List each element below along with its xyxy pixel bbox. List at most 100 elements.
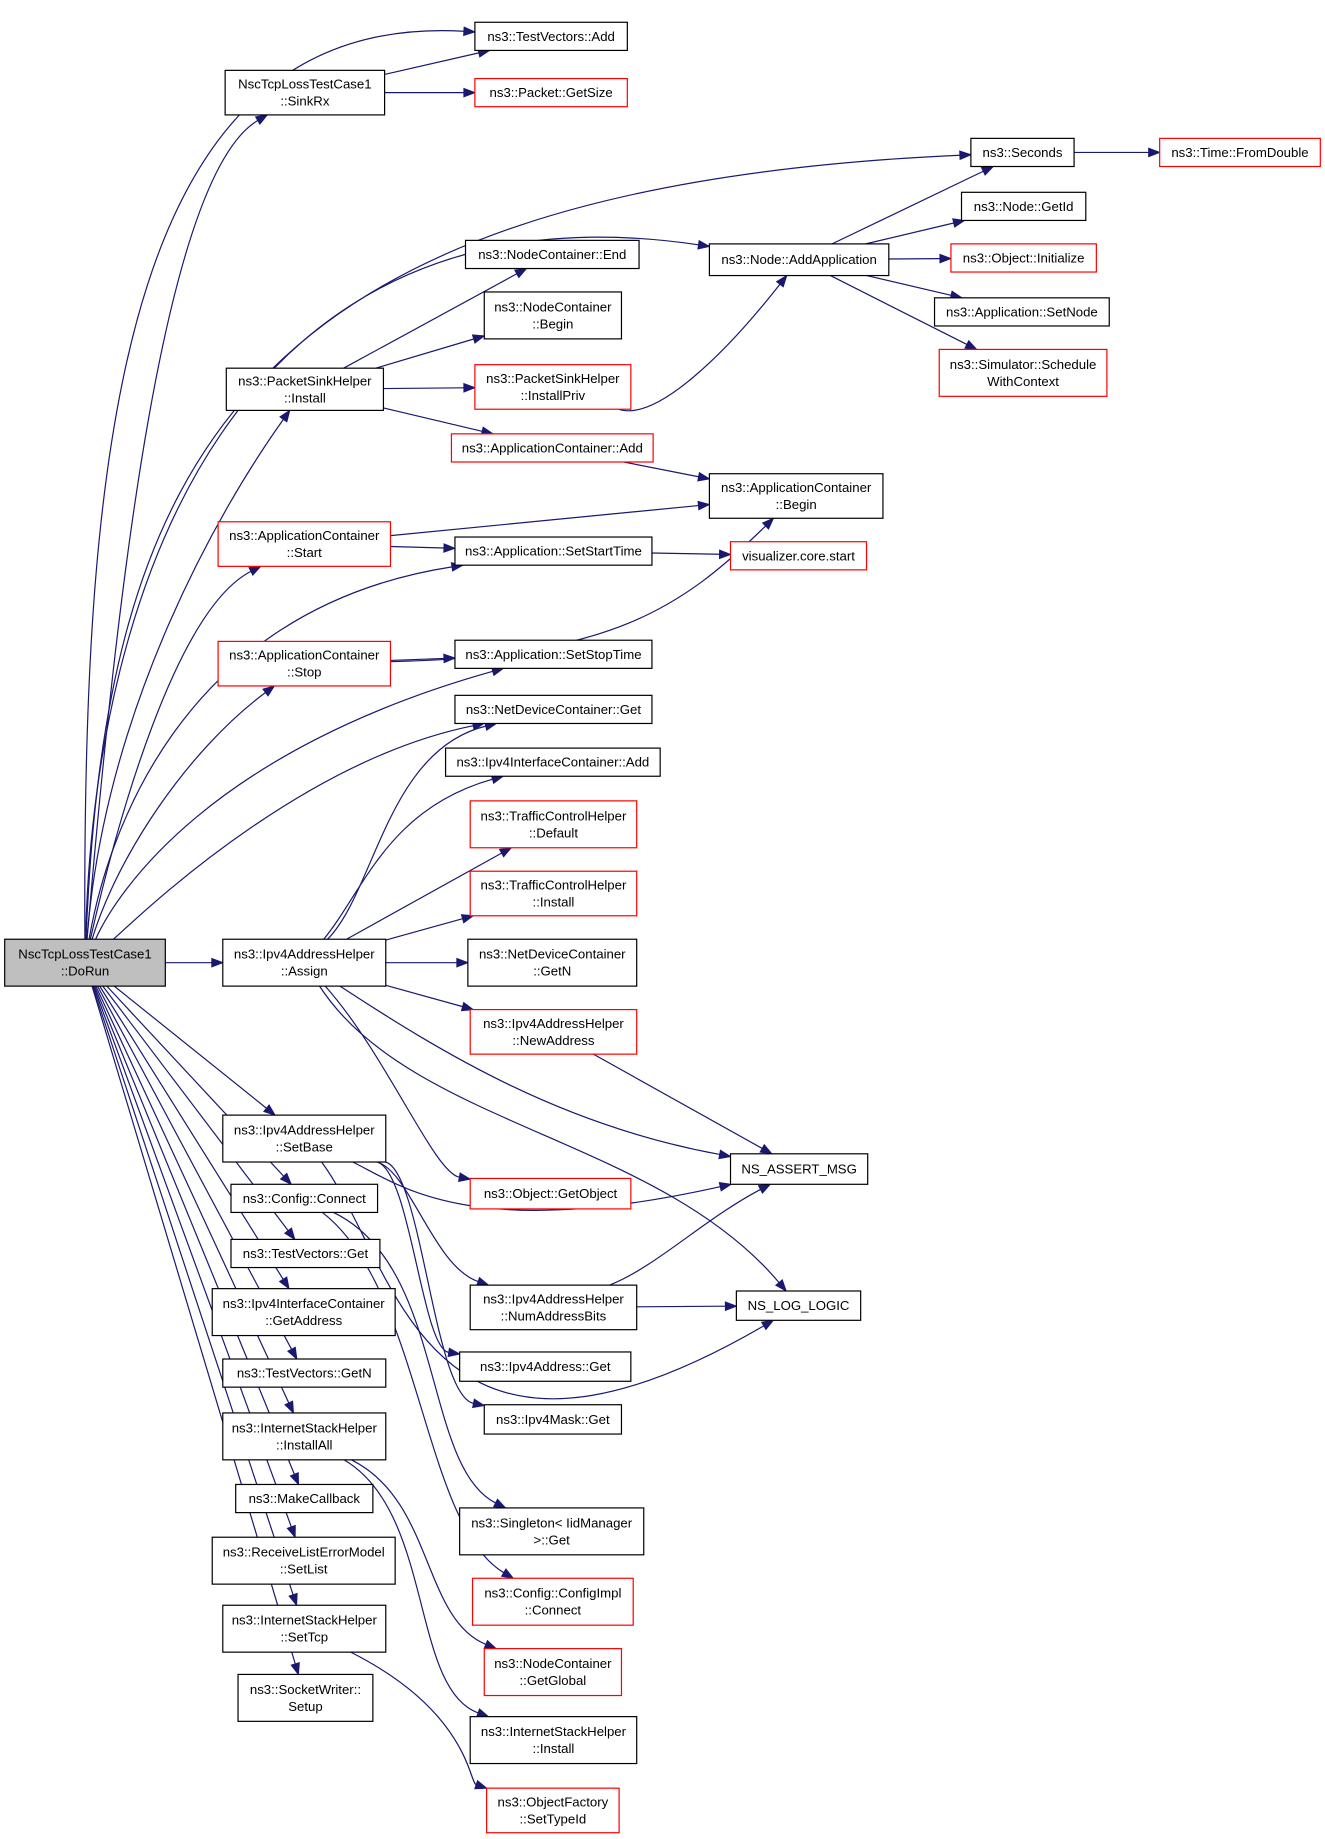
node-box: [486, 1787, 620, 1834]
node-nc_getglobal[interactable]: ns3::NodeContainer::GetGlobal: [483, 1648, 623, 1697]
node-tv_getn[interactable]: ns3::TestVectors::GetN: [222, 1358, 387, 1388]
node-node_getid[interactable]: ns3::Node::GetId: [960, 191, 1087, 222]
edge-line: [831, 170, 984, 245]
node-psh_installpriv[interactable]: ns3::PacketSinkHelper::InstallPriv: [474, 364, 632, 410]
node-label-line: ::DoRun: [61, 964, 109, 979]
edge-iah_numbits-to-assert: [609, 1183, 772, 1286]
arrowhead: [288, 1592, 298, 1607]
node-ish_install[interactable]: ns3::InternetStackHelper::Install: [469, 1716, 638, 1765]
edge-root-to-iah_setbase: [113, 985, 277, 1116]
node-nc_begin[interactable]: ns3::NodeContainer::Begin: [483, 291, 623, 340]
arrowhead: [959, 150, 973, 161]
node-app_setstop[interactable]: ns3::Application::SetStopTime: [454, 639, 653, 669]
node-ac_add[interactable]: ns3::ApplicationContainer::Add: [450, 433, 654, 463]
node-viz_start[interactable]: visualizer.core.start: [729, 541, 868, 571]
node-ndc_getn[interactable]: ns3::NetDeviceContainer::GetN: [467, 938, 638, 987]
node-log_logic[interactable]: NS_LOG_LOGIC: [735, 1290, 862, 1321]
arrowhead: [498, 847, 513, 858]
node-obj_getobj[interactable]: ns3::Object::GetObject: [469, 1177, 632, 1210]
edge-iah_numbits-to-log_logic: [636, 1301, 738, 1312]
arrowhead: [286, 1346, 298, 1361]
arrowhead: [279, 409, 291, 423]
node-label-line: ::SetTypeId: [520, 1811, 587, 1826]
node-app_setstart[interactable]: ns3::Application::SetStartTime: [454, 536, 653, 566]
node-ac_start[interactable]: ns3::ApplicationContainer::Start: [217, 521, 392, 567]
node-obj_init[interactable]: ns3::Object::Initialize: [950, 243, 1097, 273]
edge-line: [86, 419, 284, 940]
node-root[interactable]: NscTcpLossTestCase1::DoRun: [4, 938, 166, 987]
node-iah_numbits[interactable]: ns3::Ipv4AddressHelper::NumAddressBits: [469, 1284, 638, 1331]
node-box: [469, 1008, 638, 1055]
node-label-line: ns3::ObjectFactory: [498, 1794, 609, 1809]
node-ac_begin[interactable]: ns3::ApplicationContainer::Begin: [708, 473, 884, 519]
arrowhead: [514, 267, 528, 279]
node-box: [211, 1536, 396, 1585]
node-label-line: ::Default: [529, 825, 578, 840]
node-box: [483, 1648, 623, 1697]
node-iah_newaddr[interactable]: ns3::Ipv4AddressHelper::NewAddress: [469, 1008, 638, 1055]
node-tv_add[interactable]: ns3::TestVectors::Add: [474, 21, 628, 52]
node-iah_setbase[interactable]: ns3::Ipv4AddressHelper::SetBase: [222, 1114, 387, 1163]
node-tch_default[interactable]: ns3::TrafficControlHelper::Default: [469, 800, 638, 849]
arrowhead: [279, 1172, 293, 1186]
node-label-line: ns3::PacketSinkHelper: [238, 373, 372, 388]
node-im_get[interactable]: ns3::Ipv4Mask::Get: [483, 1404, 623, 1435]
node-ac_stop[interactable]: ns3::ApplicationContainer::Stop: [217, 640, 392, 687]
node-box: [454, 694, 653, 725]
node-pkt_getsize[interactable]: ns3::Packet::GetSize: [474, 77, 628, 108]
node-seconds[interactable]: ns3::Seconds: [970, 137, 1075, 168]
node-ish_settcp[interactable]: ns3::InternetStackHelper::SetTcp: [222, 1604, 387, 1653]
node-app_setnode[interactable]: ns3::Application::SetNode: [933, 297, 1110, 327]
node-label-line: ::SetTcp: [280, 1630, 328, 1645]
node-iah_assign[interactable]: ns3::Ipv4AddressHelper::Assign: [222, 938, 387, 987]
node-tv_get[interactable]: ns3::TestVectors::Get: [230, 1238, 381, 1269]
node-label-line: ns3::Node::GetId: [974, 199, 1074, 214]
node-of_settypeid[interactable]: ns3::ObjectFactory::SetTypeId: [486, 1787, 620, 1834]
arrowhead: [718, 549, 732, 560]
node-cfgimpl_connect[interactable]: ns3::Config::ConfigImpl::Connect: [471, 1577, 634, 1626]
node-label-line: ns3::Ipv4AddressHelper: [483, 1016, 624, 1031]
node-label-line: ns3::InternetStackHelper: [232, 1613, 378, 1628]
arrowhead: [286, 1524, 296, 1539]
arrowhead: [757, 1183, 772, 1195]
edge-root-to-tv_add: [84, 26, 477, 940]
node-box: [217, 521, 392, 567]
edge-line: [390, 545, 444, 549]
edge-line: [84, 30, 464, 940]
node-label-line: ns3::TestVectors::Add: [487, 29, 615, 44]
node-ndc_get[interactable]: ns3::NetDeviceContainer::Get: [454, 694, 653, 725]
edge-line: [351, 1459, 487, 1645]
node-sw_setup[interactable]: ns3::SocketWriter::Setup: [237, 1673, 374, 1722]
node-nc_end[interactable]: ns3::NodeContainer::End: [464, 239, 640, 270]
edge-addapp-to-sched: [830, 275, 978, 351]
node-cfg_connect[interactable]: ns3::Config::Connect: [230, 1183, 379, 1214]
node-ia_get[interactable]: ns3::Ipv4Address::Get: [459, 1351, 632, 1382]
node-rlem_setlist[interactable]: ns3::ReceiveListErrorModel::SetList: [211, 1536, 396, 1585]
node-sinkrx[interactable]: NscTcpLossTestCase1::SinkRx: [224, 69, 386, 116]
node-fromdouble[interactable]: ns3::Time::FromDouble: [1159, 137, 1321, 168]
function-nodes: NscTcpLossTestCase1::DoRunNscTcpLossTest…: [4, 21, 1321, 1834]
node-box: [230, 1238, 381, 1269]
node-singleton[interactable]: ns3::Singleton< IidManager>::Get: [459, 1507, 645, 1556]
node-iic_add[interactable]: ns3::Ipv4InterfaceContainer::Add: [444, 747, 661, 777]
edge-addapp-to-obj_init: [888, 253, 953, 264]
edge-addapp-to-app_setnode: [866, 274, 964, 301]
node-tch_install[interactable]: ns3::TrafficControlHelper::Install: [469, 870, 638, 917]
edge-psh_install-to-psh_installpriv: [383, 382, 477, 393]
arrowhead: [447, 1347, 462, 1358]
node-addapp[interactable]: ns3::Node::AddApplication: [708, 243, 890, 277]
node-label-line: ns3::ApplicationContainer: [229, 528, 380, 543]
edge-addapp-to-node_getid: [865, 218, 966, 245]
node-psh_install[interactable]: ns3::PacketSinkHelper::Install: [225, 367, 385, 411]
node-label-line: NscTcpLossTestCase1: [238, 77, 371, 92]
node-assert[interactable]: NS_ASSERT_MSG: [729, 1153, 869, 1185]
edge-line: [88, 566, 453, 940]
node-box: [230, 1183, 379, 1214]
edge-line: [339, 985, 720, 1156]
node-iic_getaddr[interactable]: ns3::Ipv4InterfaceContainer::GetAddress: [211, 1288, 396, 1337]
node-ish_installall[interactable]: ns3::InternetStackHelper::InstallAll: [222, 1412, 387, 1461]
node-label-line: ns3::NodeContainer::End: [478, 247, 626, 262]
node-makecb[interactable]: ns3::MakeCallback: [235, 1483, 374, 1514]
